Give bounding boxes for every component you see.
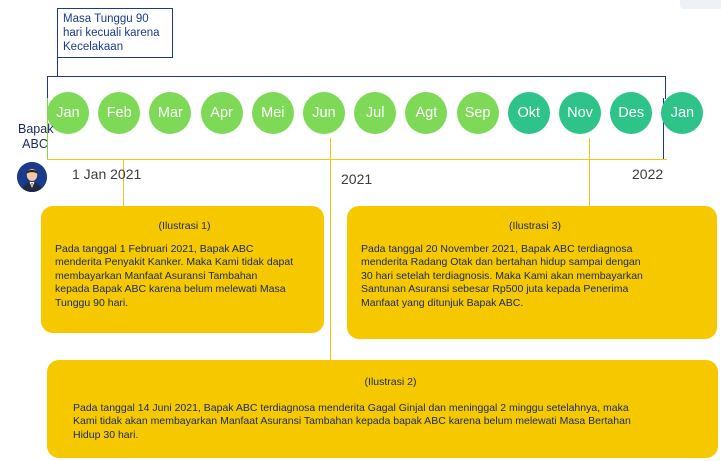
- coverage-bracket: [47, 76, 666, 99]
- waiting-note-line: Kecelakaan: [63, 41, 124, 53]
- year-label-2022: 2022: [632, 166, 664, 182]
- illustration-2-line: Kami tidak akan membayarkan Manfaat Asur…: [73, 415, 631, 427]
- illustration-3-line: Santunan Asuransi sebesar Rp500 juta kep…: [361, 283, 629, 295]
- person-label: Bapak ABC: [18, 122, 54, 152]
- month-des: Des: [610, 92, 653, 134]
- illustration-3-line: menderita Radang Otak dan bertahan hidup…: [361, 256, 641, 268]
- illustration-3-line: Manfaat yang ditunjuk Bapak ABC.: [361, 296, 524, 309]
- month-mar: Mar: [149, 92, 192, 134]
- illustration-1-card: (Ilustrasi 1) Pada tanggal 1 Februari 20…: [41, 206, 324, 333]
- illustration-2-title: (Ilustrasi 2): [364, 376, 417, 388]
- timeline-baseline: [47, 159, 667, 160]
- connector-ilustrasi-1: [123, 159, 124, 206]
- month-jan: Jan: [47, 92, 89, 134]
- illustration-1-line: kepada Bapak ABC karena belum melewati M…: [55, 283, 286, 295]
- person-label-line: Bapak: [18, 122, 54, 136]
- connector-ilustrasi-2: [330, 138, 331, 360]
- month-nov: Nov: [559, 92, 601, 134]
- illustration-1-line: Tunggu 90 hari.: [55, 296, 129, 309]
- illustration-2-line: Hidup 30 hari.: [73, 428, 139, 441]
- month-mei: Mei: [251, 92, 294, 134]
- illustration-1-title: (Ilustrasi 1): [158, 220, 211, 232]
- month-feb: Feb: [98, 92, 141, 134]
- month-jun: Jun: [303, 92, 345, 134]
- waiting-period-note: Masa Tunggu 90 hari kecuali karena Kecel…: [57, 8, 173, 58]
- month-agt: Agt: [405, 92, 448, 134]
- illustration-2-card: (Ilustrasi 2) Pada tanggal 14 Juni 2021,…: [47, 360, 718, 458]
- illustration-3-title: (Ilustrasi 3): [509, 220, 561, 232]
- month-sep: Sep: [456, 92, 499, 134]
- note-connector: [57, 58, 58, 76]
- month-jul: Jul: [354, 92, 397, 134]
- start-marker: [47, 98, 48, 159]
- illustration-3-card: (Ilustrasi 3) Pada tanggal 20 November 2…: [347, 206, 717, 339]
- illustration-1-line: membayarkan Manfaat Asuransi Tambahan: [55, 269, 258, 282]
- month-okt: Okt: [507, 92, 550, 134]
- illustration-1-line: menderita Penyakit Kanker. Maka Kami tid…: [55, 256, 294, 268]
- year-label-2021: 2021: [341, 171, 373, 187]
- month-jan-2022: Jan: [661, 92, 704, 134]
- person-label-line: ABC: [22, 137, 48, 151]
- illustration-2-line: Pada tanggal 14 Juni 2021, Bapak ABC ter…: [73, 401, 629, 414]
- waiting-note-line: Masa Tunggu 90: [63, 13, 149, 25]
- waiting-note-line: hari kecuali karena: [63, 27, 160, 39]
- illustration-3-line: 30 hari setelah terdiagnosis. Maka Kami …: [361, 269, 643, 282]
- start-date-label: 1 Jan 2021: [72, 166, 142, 182]
- illustration-3-line: Pada tanggal 20 November 2021, Bapak ABC…: [361, 242, 633, 255]
- illustration-1-line: Pada tanggal 1 Februari 2021, Bapak ABC: [55, 242, 254, 255]
- coverage-bracket-right: [663, 98, 664, 159]
- corner-tab: [680, 0, 721, 9]
- month-apr: Apr: [200, 92, 243, 134]
- person-avatar-icon: [17, 162, 47, 192]
- connector-ilustrasi-3: [589, 138, 590, 206]
